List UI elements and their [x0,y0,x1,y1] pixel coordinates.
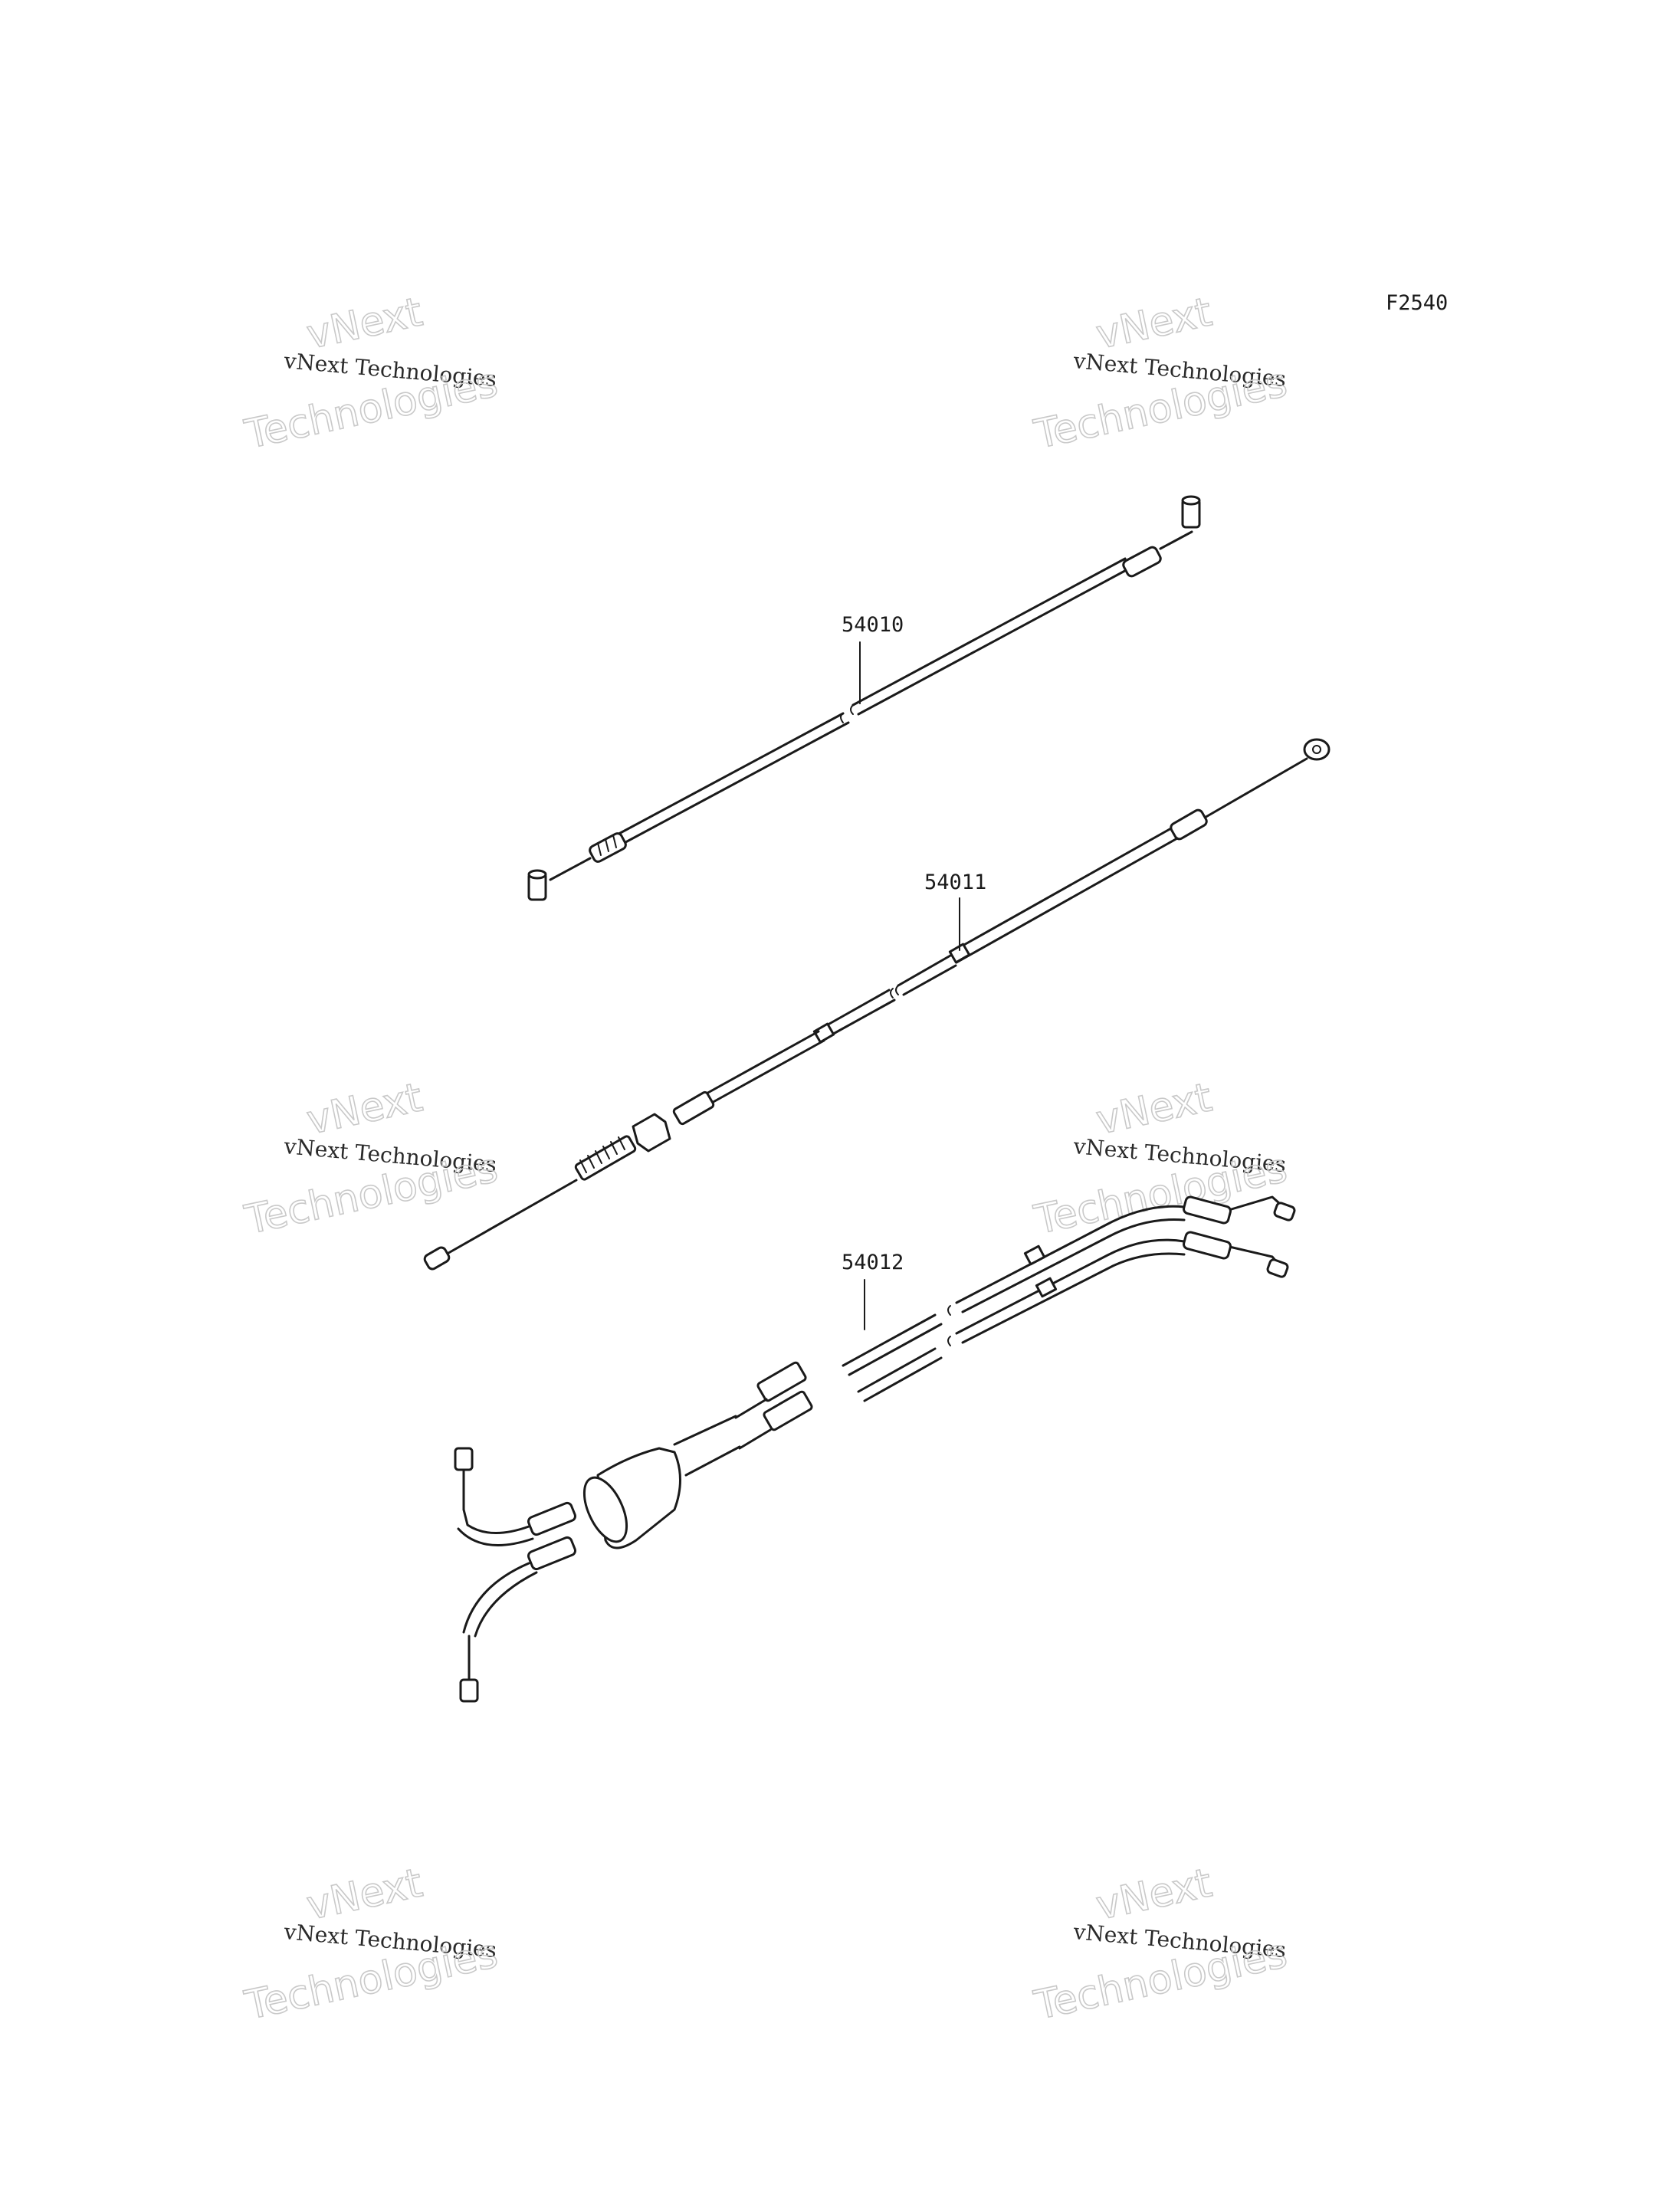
watermark: vNext vNext Technologies Technologies [240,1074,502,1244]
cable-sheath [955,1205,1186,1304]
cable-sheath [842,1313,937,1367]
watermark-brand: vNext [303,1074,426,1143]
cable-sheath [949,827,1173,954]
cable-sheath [851,557,1127,707]
cable-54012[interactable]: 54012 [454,1195,1296,1703]
watermark-brand: vNext [1092,289,1216,358]
cable-end-nipple [454,1447,474,1471]
break-mark [947,1305,951,1346]
cable-boot [527,1536,577,1571]
cable-sheath [857,566,1132,716]
cable-boot [1170,808,1208,841]
cable-sheath [474,1571,538,1638]
cable-sheath [863,1356,943,1402]
cable-sheath [955,1238,1186,1335]
cable-sheath [457,1527,534,1546]
watermark: vNext vNext Technologies Technologies [240,289,502,459]
watermark-brand: vNext [303,289,426,358]
inner-wire [1202,757,1308,820]
cable-sheath [848,1323,943,1376]
cable-sheath [462,1508,530,1534]
adjuster-nut [632,1113,671,1153]
adjuster-thread [574,1135,637,1181]
sheath-collar [1023,1244,1046,1266]
break-mark [840,704,854,723]
watermark-brand: vNext [303,1860,426,1929]
cable-boot [1183,1231,1232,1260]
cable-adjuster [672,1090,715,1126]
cable-end-nipple [459,1678,479,1703]
inner-wire [1159,530,1193,550]
break-mark [890,985,899,998]
cable-sheath [897,954,952,987]
watermark: vNext vNext Technologies Technologies [1029,1860,1291,2030]
cable-adjuster [756,1361,807,1402]
sheath-collar [1035,1277,1058,1298]
figure-code: F2540 [1386,291,1448,315]
watermark: vNext vNext Technologies Technologies [240,1860,502,2030]
cable-sheath [828,998,896,1038]
cable-end-nipple [1273,1202,1296,1221]
inner-wire [734,1398,772,1450]
cable-sheath [673,1415,741,1477]
nipple-top [1181,495,1201,506]
cable-boot [1183,1195,1232,1225]
fitting-hole [1312,745,1321,754]
watermark-brand: vNext [1092,1860,1216,1929]
cable-54010[interactable]: 54010 [527,495,1201,901]
part-number-54011: 54011 [924,871,986,894]
nipple-top [527,869,547,880]
cable-sheath [857,1347,937,1393]
cable-end-fitting [1303,738,1331,761]
cable-adjuster [1122,546,1162,578]
cable-sheath [822,989,891,1028]
cable-sheath [955,837,1179,964]
cable-54011[interactable]: 54011 [423,738,1331,1271]
watermark: vNext vNext Technologies Technologies [1029,1074,1291,1244]
cable-end-nipple [1266,1258,1289,1278]
cable-end-nipple [423,1246,451,1271]
part-number-54010: 54010 [842,613,904,637]
part-number-54012: 54012 [842,1251,904,1274]
inner-wire [443,1179,578,1257]
cable-sheath [617,721,850,848]
cable-sheath [902,964,957,996]
watermark: vNext vNext Technologies Technologies [1029,289,1291,459]
watermark-brand: vNext [1092,1074,1216,1143]
inner-wire [549,857,592,881]
cable-sheath [612,712,845,838]
cable-sheath [961,1218,1186,1313]
thread-lines [579,1136,625,1173]
cable-sheath [709,1039,825,1105]
cable-boot [527,1501,577,1536]
sheath-collar [812,1022,835,1044]
cable-sheath [704,1030,820,1096]
sheath-collar [948,943,971,964]
adjuster-thread [597,835,617,856]
cable-adjuster [763,1390,813,1431]
cable-sheath [462,1562,530,1634]
cable-sheath [961,1252,1186,1344]
housing-cap [582,1476,628,1543]
